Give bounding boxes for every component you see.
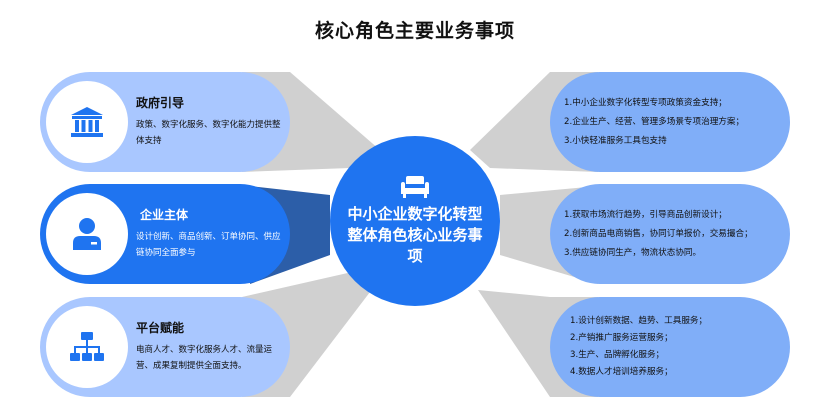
task-item: 3.小快轻准服务工具包支持 xyxy=(564,135,667,146)
hierarchy-icon xyxy=(70,332,104,361)
role-title: 政府引导 xyxy=(136,96,185,110)
role-description: 电商人才、数字化服务人才、流量运营、成果复制提供全面支持。 xyxy=(136,345,273,371)
task-card-government: 1.中小企业数字化转型专项政策资金支持； 2.企业生产、经营、管理多场景专项治理… xyxy=(550,72,790,172)
page-title: 核心角色主要业务事项 xyxy=(314,20,515,42)
task-item: 2.企业生产、经营、管理多场景专项治理方案； xyxy=(564,116,745,127)
person-icon xyxy=(73,218,101,250)
task-item: 1.设计创新数据、趋势、工具服务； xyxy=(570,316,708,326)
sofa-icon xyxy=(401,175,429,198)
role-icon-container xyxy=(46,193,128,275)
role-icon-container xyxy=(46,306,128,388)
center-title: 中小企业数字化转型整体角色核心业务事项 xyxy=(347,204,483,265)
task-item: 4.数据人才培训培养服务； xyxy=(570,367,673,377)
role-title: 企业主体 xyxy=(140,208,189,222)
task-item: 2.创新商品电商销售，协同订单报价，交易撮合； xyxy=(564,228,753,239)
role-card-platform: 平台赋能 电商人才、数字化服务人才、流量运营、成果复制提供全面支持。 xyxy=(40,297,290,397)
center-circle: 中小企业数字化转型整体角色核心业务事项 xyxy=(330,136,500,306)
role-card-enterprise: 企业主体 设计创新、商品创新、订单协同、供应链协同全面参与 xyxy=(40,184,290,284)
task-card-enterprise: 1.获取市场流行趋势，引导商品创新设计； 2.创新商品电商销售，协同订单报价，交… xyxy=(550,184,790,284)
role-card-government: 政府引导 政策、数字化服务、数字化能力提供整体支持 xyxy=(40,72,290,172)
government-building-icon xyxy=(71,107,103,137)
role-title: 平台赋能 xyxy=(136,321,185,335)
task-item: 2.产销推广服务运营服务； xyxy=(570,333,673,343)
role-description: 政策、数字化服务、数字化能力提供整体支持 xyxy=(136,120,281,146)
task-item: 3.生产、品牌孵化服务； xyxy=(570,350,665,360)
role-icon-container xyxy=(46,81,128,163)
role-description: 设计创新、商品创新、订单协同、供应链协同全面参与 xyxy=(136,232,281,258)
task-item: 1.获取市场流行趋势，引导商品创新设计； xyxy=(564,209,727,220)
task-item: 1.中小企业数字化转型专项政策资金支持； xyxy=(564,97,727,108)
task-item: 3.供应链协同生产，物流状态协同。 xyxy=(564,247,702,258)
task-card-platform: 1.设计创新数据、趋势、工具服务； 2.产销推广服务运营服务； 3.生产、品牌孵… xyxy=(550,297,790,397)
